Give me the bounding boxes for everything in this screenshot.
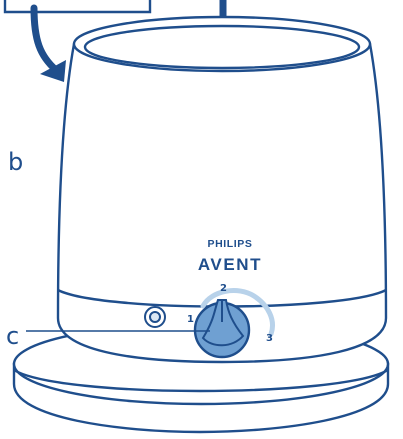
curved-arrow-head [40,60,66,82]
top-opening-outer [72,15,372,73]
base-inner-line [13,368,389,393]
callout-label-c: c [6,322,19,350]
callout-label-b: b [8,148,23,176]
curved-arrow-shaft [30,4,60,74]
control-dial[interactable] [193,299,251,359]
top-opening-inner [83,24,361,70]
warmer-body [56,15,388,364]
brand-product: AVENT [198,255,262,274]
dial-mark-1: 1 [187,314,194,325]
body-outline [56,42,388,364]
brand-maker: PHILIPS [207,238,252,250]
dial-mark-2: 2 [220,283,227,294]
dial-scale-arc [200,288,275,337]
dial-knob-grip [201,299,245,347]
lid-outline-line [3,0,152,14]
indicator-light [144,306,166,328]
dial-mark-3: 3 [266,333,273,344]
